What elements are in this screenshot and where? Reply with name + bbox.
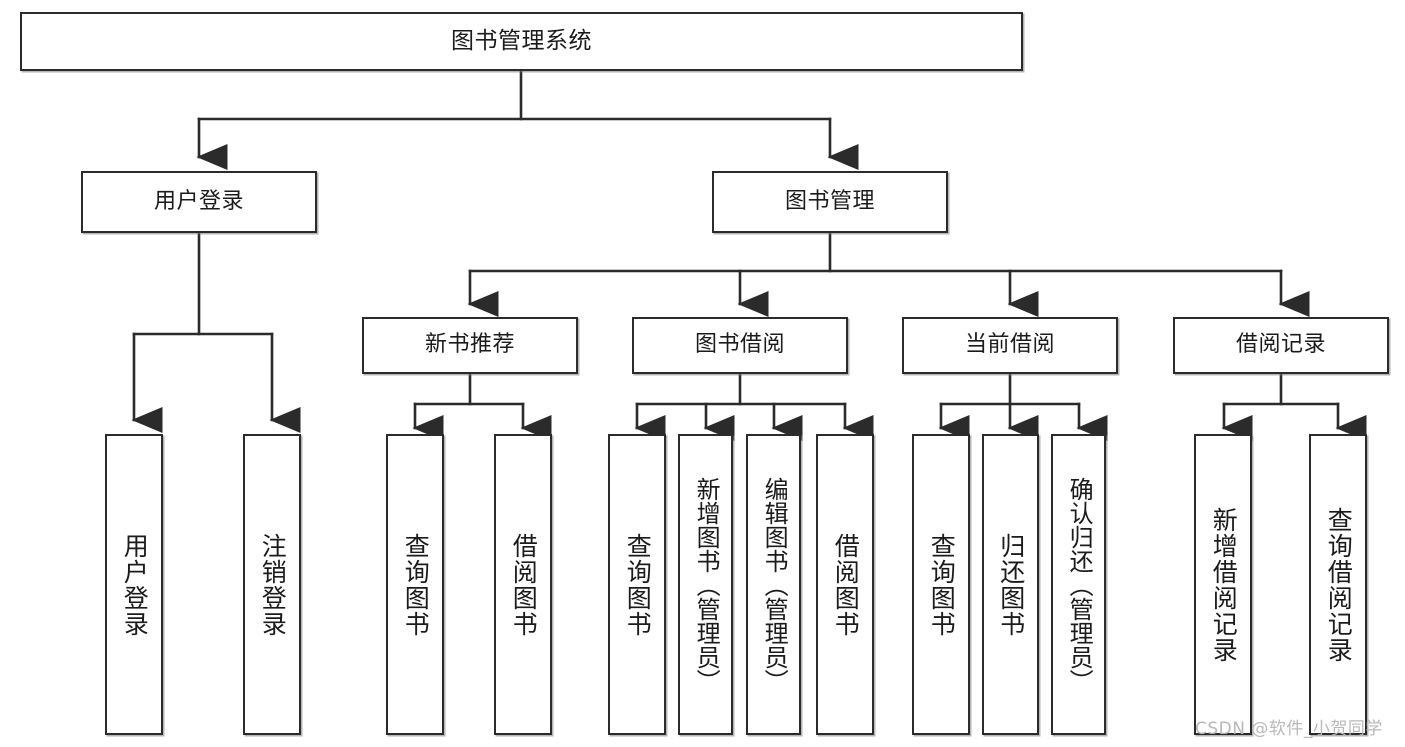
node-leaf-borrow-book-recommend[interactable]: 借阅图书 [494, 434, 552, 735]
node-user-login[interactable]: 用户登录 [81, 171, 317, 233]
node-leaf-edit-book-admin[interactable]: 编辑图书（管理员） [746, 434, 801, 735]
node-borrow-record[interactable]: 借阅记录 [1173, 317, 1389, 374]
node-leaf-add-book-admin[interactable]: 新增图书（管理员） [678, 434, 733, 735]
node-label: 新增图书（管理员） [692, 476, 721, 693]
node-label: 归还图书 [996, 532, 1026, 637]
node-label: 新增借阅记录 [1209, 506, 1239, 663]
node-label: 用户登录 [120, 532, 150, 637]
node-label: 当前借阅 [964, 332, 1055, 358]
node-leaf-confirm-return-admin[interactable]: 确认归还（管理员） [1051, 434, 1106, 735]
node-leaf-query-borrow-record[interactable]: 查询借阅记录 [1309, 434, 1367, 735]
node-label: 图书管理 [784, 188, 875, 214]
node-label: 用户登录 [153, 188, 244, 214]
node-leaf-logout[interactable]: 注销登录 [243, 434, 301, 735]
node-new-book-recommend[interactable]: 新书推荐 [362, 317, 578, 374]
node-label: 查询图书 [927, 532, 957, 637]
node-label: 图书借阅 [694, 332, 785, 358]
node-leaf-query-book-current[interactable]: 查询图书 [912, 434, 970, 735]
node-book-borrow[interactable]: 图书借阅 [632, 317, 848, 374]
node-leaf-return-book[interactable]: 归还图书 [982, 434, 1039, 735]
node-leaf-query-book-recommend[interactable]: 查询图书 [386, 434, 444, 735]
node-label: 确认归还（管理员） [1065, 476, 1094, 693]
node-label: 查询图书 [623, 532, 653, 637]
node-leaf-add-borrow-record[interactable]: 新增借阅记录 [1194, 434, 1252, 735]
node-label: 借阅图书 [831, 532, 861, 637]
node-label: 注销登录 [258, 532, 288, 637]
node-label: 编辑图书（管理员） [760, 476, 789, 693]
node-leaf-borrow-book[interactable]: 借阅图书 [816, 434, 874, 735]
node-label: 图书管理系统 [451, 27, 592, 54]
node-book-management[interactable]: 图书管理 [712, 171, 948, 233]
node-label: 查询借阅记录 [1324, 506, 1354, 663]
node-label: 借阅图书 [509, 532, 539, 637]
node-label: 查询图书 [401, 532, 431, 637]
node-current-borrow[interactable]: 当前借阅 [902, 317, 1118, 374]
node-label: 借阅记录 [1235, 332, 1326, 358]
node-leaf-user-login[interactable]: 用户登录 [105, 434, 163, 735]
node-label: 新书推荐 [424, 332, 515, 358]
node-root-system[interactable]: 图书管理系统 [20, 12, 1023, 71]
node-leaf-query-book-borrow[interactable]: 查询图书 [608, 434, 666, 735]
